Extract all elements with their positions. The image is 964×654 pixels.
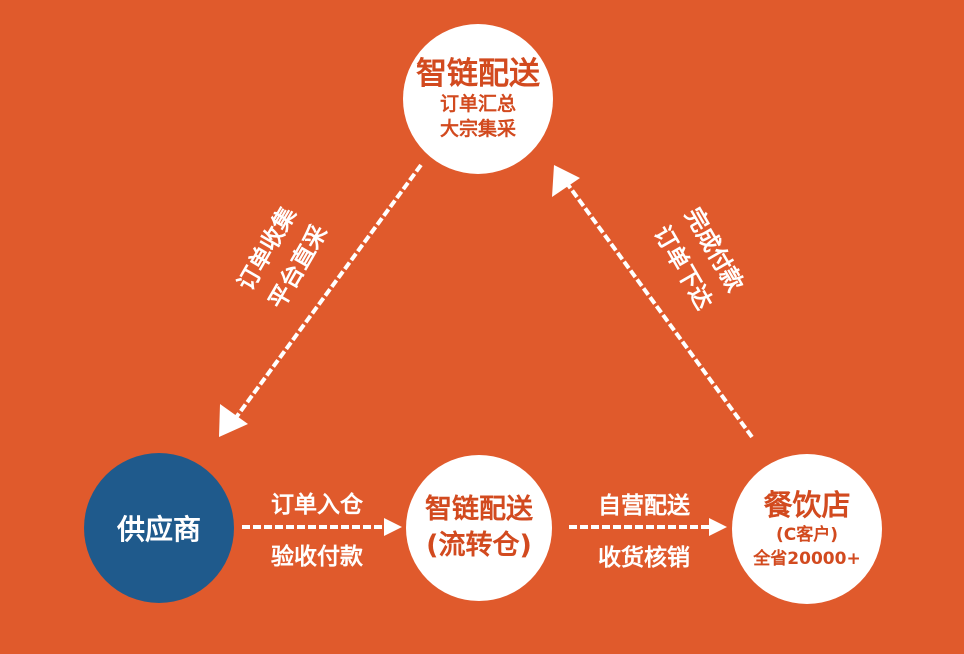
edge-label-line: 验收付款 <box>271 544 363 570</box>
node-subtitle: (C客户) <box>775 525 838 545</box>
node-title: 供应商 <box>116 513 201 546</box>
node-subtitle: 全省20000+ <box>753 549 861 569</box>
edge-label-line: 自营配送 <box>598 493 690 519</box>
node-restaurant: 餐饮店 (C客户) 全省20000+ <box>732 454 882 604</box>
edge-label-bottom-right: 自营配送 收货核销 <box>569 480 719 584</box>
arrow-center-to-restaurant <box>569 518 727 536</box>
node-subtitle: 订单汇总 <box>439 93 516 115</box>
node-supplier: 供应商 <box>84 453 234 603</box>
node-transfer-warehouse: 智链配送 (流转仓) <box>406 455 552 601</box>
arrow-supplier-to-center <box>242 518 402 536</box>
node-title: 智链配送 <box>425 494 533 525</box>
node-zhilian-hub: 智链配送 订单汇总 大宗集采 <box>403 24 553 174</box>
edge-label-line: 订单入仓 <box>271 492 363 518</box>
node-title: 智链配送 <box>416 56 540 92</box>
node-title: 餐饮店 <box>763 488 851 522</box>
node-subtitle: 大宗集采 <box>439 118 516 140</box>
arrow-top-to-supplier <box>219 163 423 437</box>
edge-label-bottom-left: 订单入仓 验收付款 <box>242 479 392 583</box>
edge-label-line: 收货核销 <box>598 545 690 571</box>
node-subtitle: (流转仓) <box>426 530 532 561</box>
arrow-restaurant-to-top <box>552 165 754 439</box>
